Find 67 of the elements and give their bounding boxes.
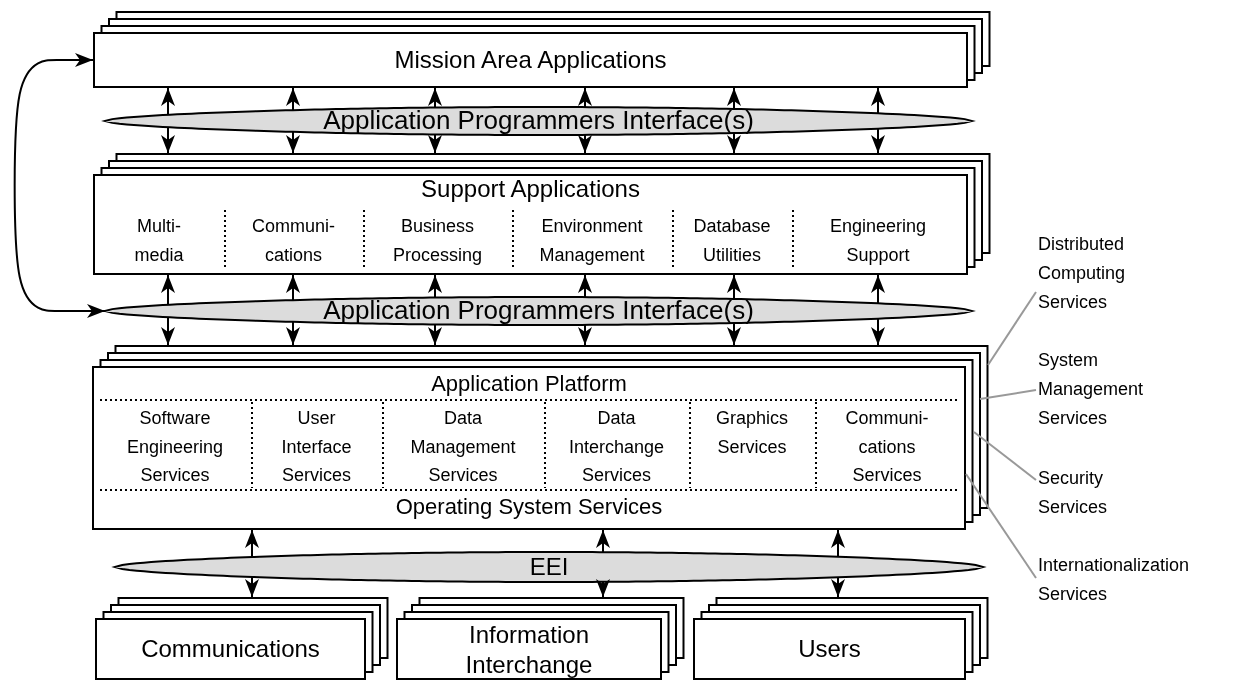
stacked-box — [693, 597, 989, 680]
box-title: Users — [798, 634, 861, 664]
arrow — [596, 579, 610, 598]
arrow — [286, 130, 300, 154]
arrow — [578, 87, 592, 109]
arrow — [161, 126, 175, 154]
arrow — [245, 529, 259, 559]
column-label: Business Processing — [391, 215, 483, 267]
arrow — [596, 529, 610, 554]
arrow — [727, 87, 741, 110]
leader-line — [973, 431, 1037, 481]
arrow — [428, 323, 442, 346]
arrow — [428, 274, 442, 299]
side-label: System Management Services — [1038, 346, 1163, 433]
column-label: Environment Management — [538, 215, 646, 267]
column-label: Communi- cations Services — [844, 407, 930, 487]
column-label: Engineering Support — [828, 215, 928, 267]
arrow — [831, 529, 845, 558]
column-label: Graphics Services — [715, 407, 789, 459]
interface-label: Application Programmers Interface(s) — [323, 296, 754, 326]
column-label: Database Utilities — [692, 215, 772, 267]
leader-line — [987, 291, 1037, 366]
arrow — [727, 132, 741, 154]
band-label: Operating System Services — [395, 493, 663, 521]
arrow — [286, 87, 300, 112]
column-label: Data Interchange Services — [567, 407, 666, 487]
arrow — [578, 133, 592, 154]
arrow — [578, 274, 592, 299]
interface-label: EEI — [529, 553, 569, 581]
column-label: Communi- cations — [251, 215, 336, 267]
arrow — [871, 127, 885, 154]
arrow — [831, 576, 845, 598]
arrow — [871, 317, 885, 346]
leader-line — [965, 473, 1037, 579]
arrow — [428, 133, 442, 154]
box-title: Mission Area Applications — [394, 45, 667, 75]
side-label: Internationalization Services — [1038, 551, 1218, 609]
arrow — [161, 316, 175, 346]
arrow — [13, 53, 106, 318]
stacked-box — [95, 597, 389, 680]
interface-label: Application Programmers Interface(s) — [323, 106, 754, 136]
side-label: Distributed Computing Services — [1038, 230, 1148, 317]
arrow — [286, 274, 300, 302]
box-title: Communications — [141, 634, 320, 664]
box-title: Information Interchange — [464, 620, 594, 680]
arrow — [286, 320, 300, 346]
leader-line — [979, 389, 1037, 400]
arrow — [871, 87, 885, 115]
box-title: Support Applications — [421, 174, 640, 204]
arrow — [578, 323, 592, 346]
arrow — [161, 87, 175, 116]
arrow — [245, 575, 259, 598]
column-label: Multi- media — [133, 215, 185, 267]
stacked-box — [396, 597, 685, 680]
column-label: User Interface Services — [280, 407, 353, 487]
arrow — [727, 322, 741, 346]
side-label: Security Services — [1038, 464, 1128, 522]
stacked-box — [92, 345, 989, 530]
stacked-box — [93, 153, 991, 275]
arrow — [428, 87, 442, 109]
column-label: Software Engineering Services — [125, 407, 225, 487]
stacked-box — [93, 11, 991, 88]
arrow — [161, 274, 175, 306]
box-title: Application Platform — [431, 370, 627, 398]
arrow — [727, 274, 741, 300]
arrow — [871, 274, 885, 305]
column-label: Data Management Services — [409, 407, 517, 487]
